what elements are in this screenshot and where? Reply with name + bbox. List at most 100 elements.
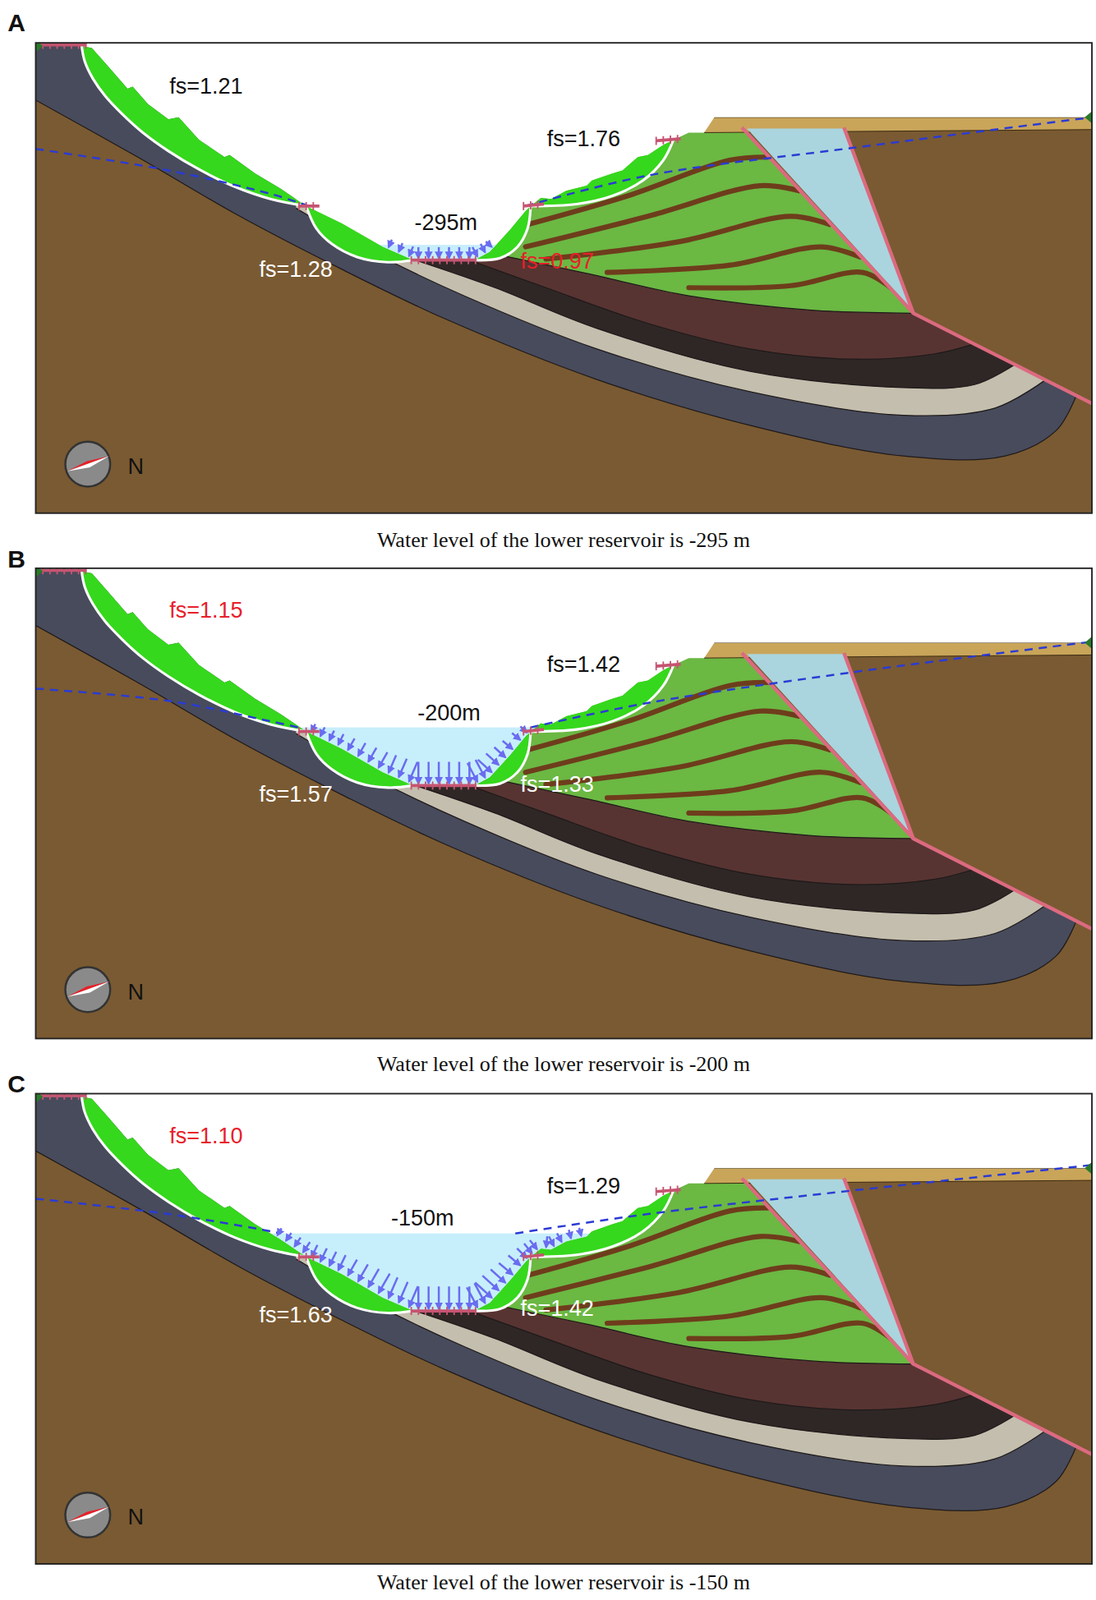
- pressure-arrow: [388, 755, 397, 774]
- sky: [35, 42, 1092, 261]
- safety-factor: fs=1.42: [520, 1297, 595, 1322]
- panel-caption: Water level of the lower reservoir is -2…: [377, 1053, 751, 1078]
- panel-frame: [35, 42, 1092, 514]
- pressure-arrow: [466, 1287, 478, 1308]
- fault-line: [741, 1178, 1092, 1456]
- marker-tick: [474, 256, 477, 265]
- pressure-arrow: [557, 1233, 562, 1242]
- marker-tick: [676, 134, 679, 143]
- pressure-arrow: [398, 243, 403, 252]
- pressure-arrow: [494, 747, 506, 758]
- panel-content: [35, 568, 1092, 1040]
- panel: [33, 565, 1093, 1039]
- pressure-arrow: [427, 762, 429, 784]
- compass-needle: [67, 981, 110, 998]
- water-level: -150m: [391, 1206, 455, 1232]
- compass-dial: [64, 967, 111, 1013]
- pressure-arrow: [502, 741, 513, 750]
- pressure-arrow: [388, 239, 392, 248]
- marker-tick: [432, 1307, 434, 1316]
- marker-tick: [467, 256, 470, 265]
- slide-mass: [81, 571, 306, 733]
- marker-tick: [56, 42, 59, 49]
- boundary-marker: [523, 203, 544, 206]
- marker-tick: [70, 1094, 73, 1101]
- marker-tick: [669, 661, 672, 670]
- marker-tick: [424, 781, 427, 790]
- water-level: -295m: [414, 211, 479, 236]
- marker-tick: [655, 1188, 658, 1197]
- pressure-arrow: [508, 1255, 521, 1266]
- fault-line: [741, 653, 1092, 931]
- marker-tick: [529, 727, 532, 736]
- marker-tick: [438, 1307, 441, 1316]
- panel-caption: Water level of the lower reservoir is -2…: [377, 529, 751, 553]
- compass-label: N: [127, 455, 144, 480]
- pressure-arrow: [485, 241, 492, 248]
- pressure-arrow: [409, 1286, 419, 1308]
- marker-tick: [312, 727, 314, 737]
- slide-mass: [306, 206, 414, 263]
- boundary-marker: [299, 1255, 320, 1259]
- water-level: -200m: [417, 702, 481, 728]
- marker-tick: [410, 256, 413, 265]
- pressure-arrow: [579, 1228, 581, 1237]
- pressure-arrow: [358, 1264, 369, 1282]
- marker-tick: [446, 781, 448, 790]
- boundary-marker: [299, 204, 320, 208]
- pressure-arrow: [447, 247, 450, 258]
- pressure-arrow: [480, 244, 485, 253]
- pressure-arrow: [388, 1277, 398, 1299]
- compass: [64, 442, 111, 488]
- marker-tick: [84, 1094, 87, 1101]
- pressure-arrow: [511, 733, 521, 741]
- slide-mass: [306, 732, 414, 788]
- marker-tick: [460, 256, 462, 265]
- marker-tick: [49, 568, 51, 575]
- safety-factor: fs=1.63: [259, 1303, 333, 1329]
- panel-letter: A: [7, 9, 26, 37]
- safety-factor: fs=1.10: [169, 1124, 243, 1150]
- reservoir-water: [35, 244, 1092, 514]
- pressure-arrow: [398, 759, 407, 778]
- boundary-marker: [523, 1255, 544, 1258]
- safety-factor: fs=1.33: [520, 773, 595, 799]
- marker-tick: [305, 727, 308, 737]
- compass-dial: [64, 1492, 111, 1539]
- marker-tick: [305, 202, 308, 211]
- marker-tick: [312, 202, 314, 211]
- marker-tick: [669, 1186, 672, 1195]
- pressure-arrow: [437, 1286, 440, 1309]
- compass-needle: [67, 981, 110, 998]
- marker-tick: [655, 662, 658, 671]
- marker-tick: [669, 135, 672, 144]
- slip-surface: [81, 571, 306, 733]
- slide-mass: [81, 46, 306, 207]
- compass-needle: [67, 1507, 110, 1524]
- marker-tick: [676, 1186, 679, 1195]
- pressure-arrow: [478, 759, 493, 773]
- dump-contour: [688, 271, 891, 288]
- pressure-arrow: [467, 763, 478, 783]
- dump-contour: [607, 1298, 861, 1324]
- safety-factor: fs=1.76: [547, 127, 621, 152]
- marker-tick: [522, 202, 525, 211]
- panel-content: [35, 42, 1092, 514]
- pressure-arrow: [329, 731, 335, 742]
- compass-dial: [64, 442, 111, 488]
- pressure-arrow: [329, 1252, 337, 1267]
- water-table: [35, 148, 309, 207]
- slip-surface: [306, 732, 414, 788]
- safety-factor: fs=1.15: [169, 598, 243, 624]
- marker-tick: [312, 1252, 314, 1262]
- pressure-arrow: [524, 1243, 533, 1254]
- pressure-arrow: [548, 1236, 554, 1247]
- fixed-support: [35, 42, 43, 52]
- pressure-arrow: [338, 1255, 346, 1271]
- compass-needle: [67, 455, 110, 472]
- marker-tick: [63, 568, 65, 575]
- marker-tick: [70, 42, 73, 49]
- fixed-support: [1084, 1162, 1092, 1175]
- marker-tick: [529, 201, 532, 210]
